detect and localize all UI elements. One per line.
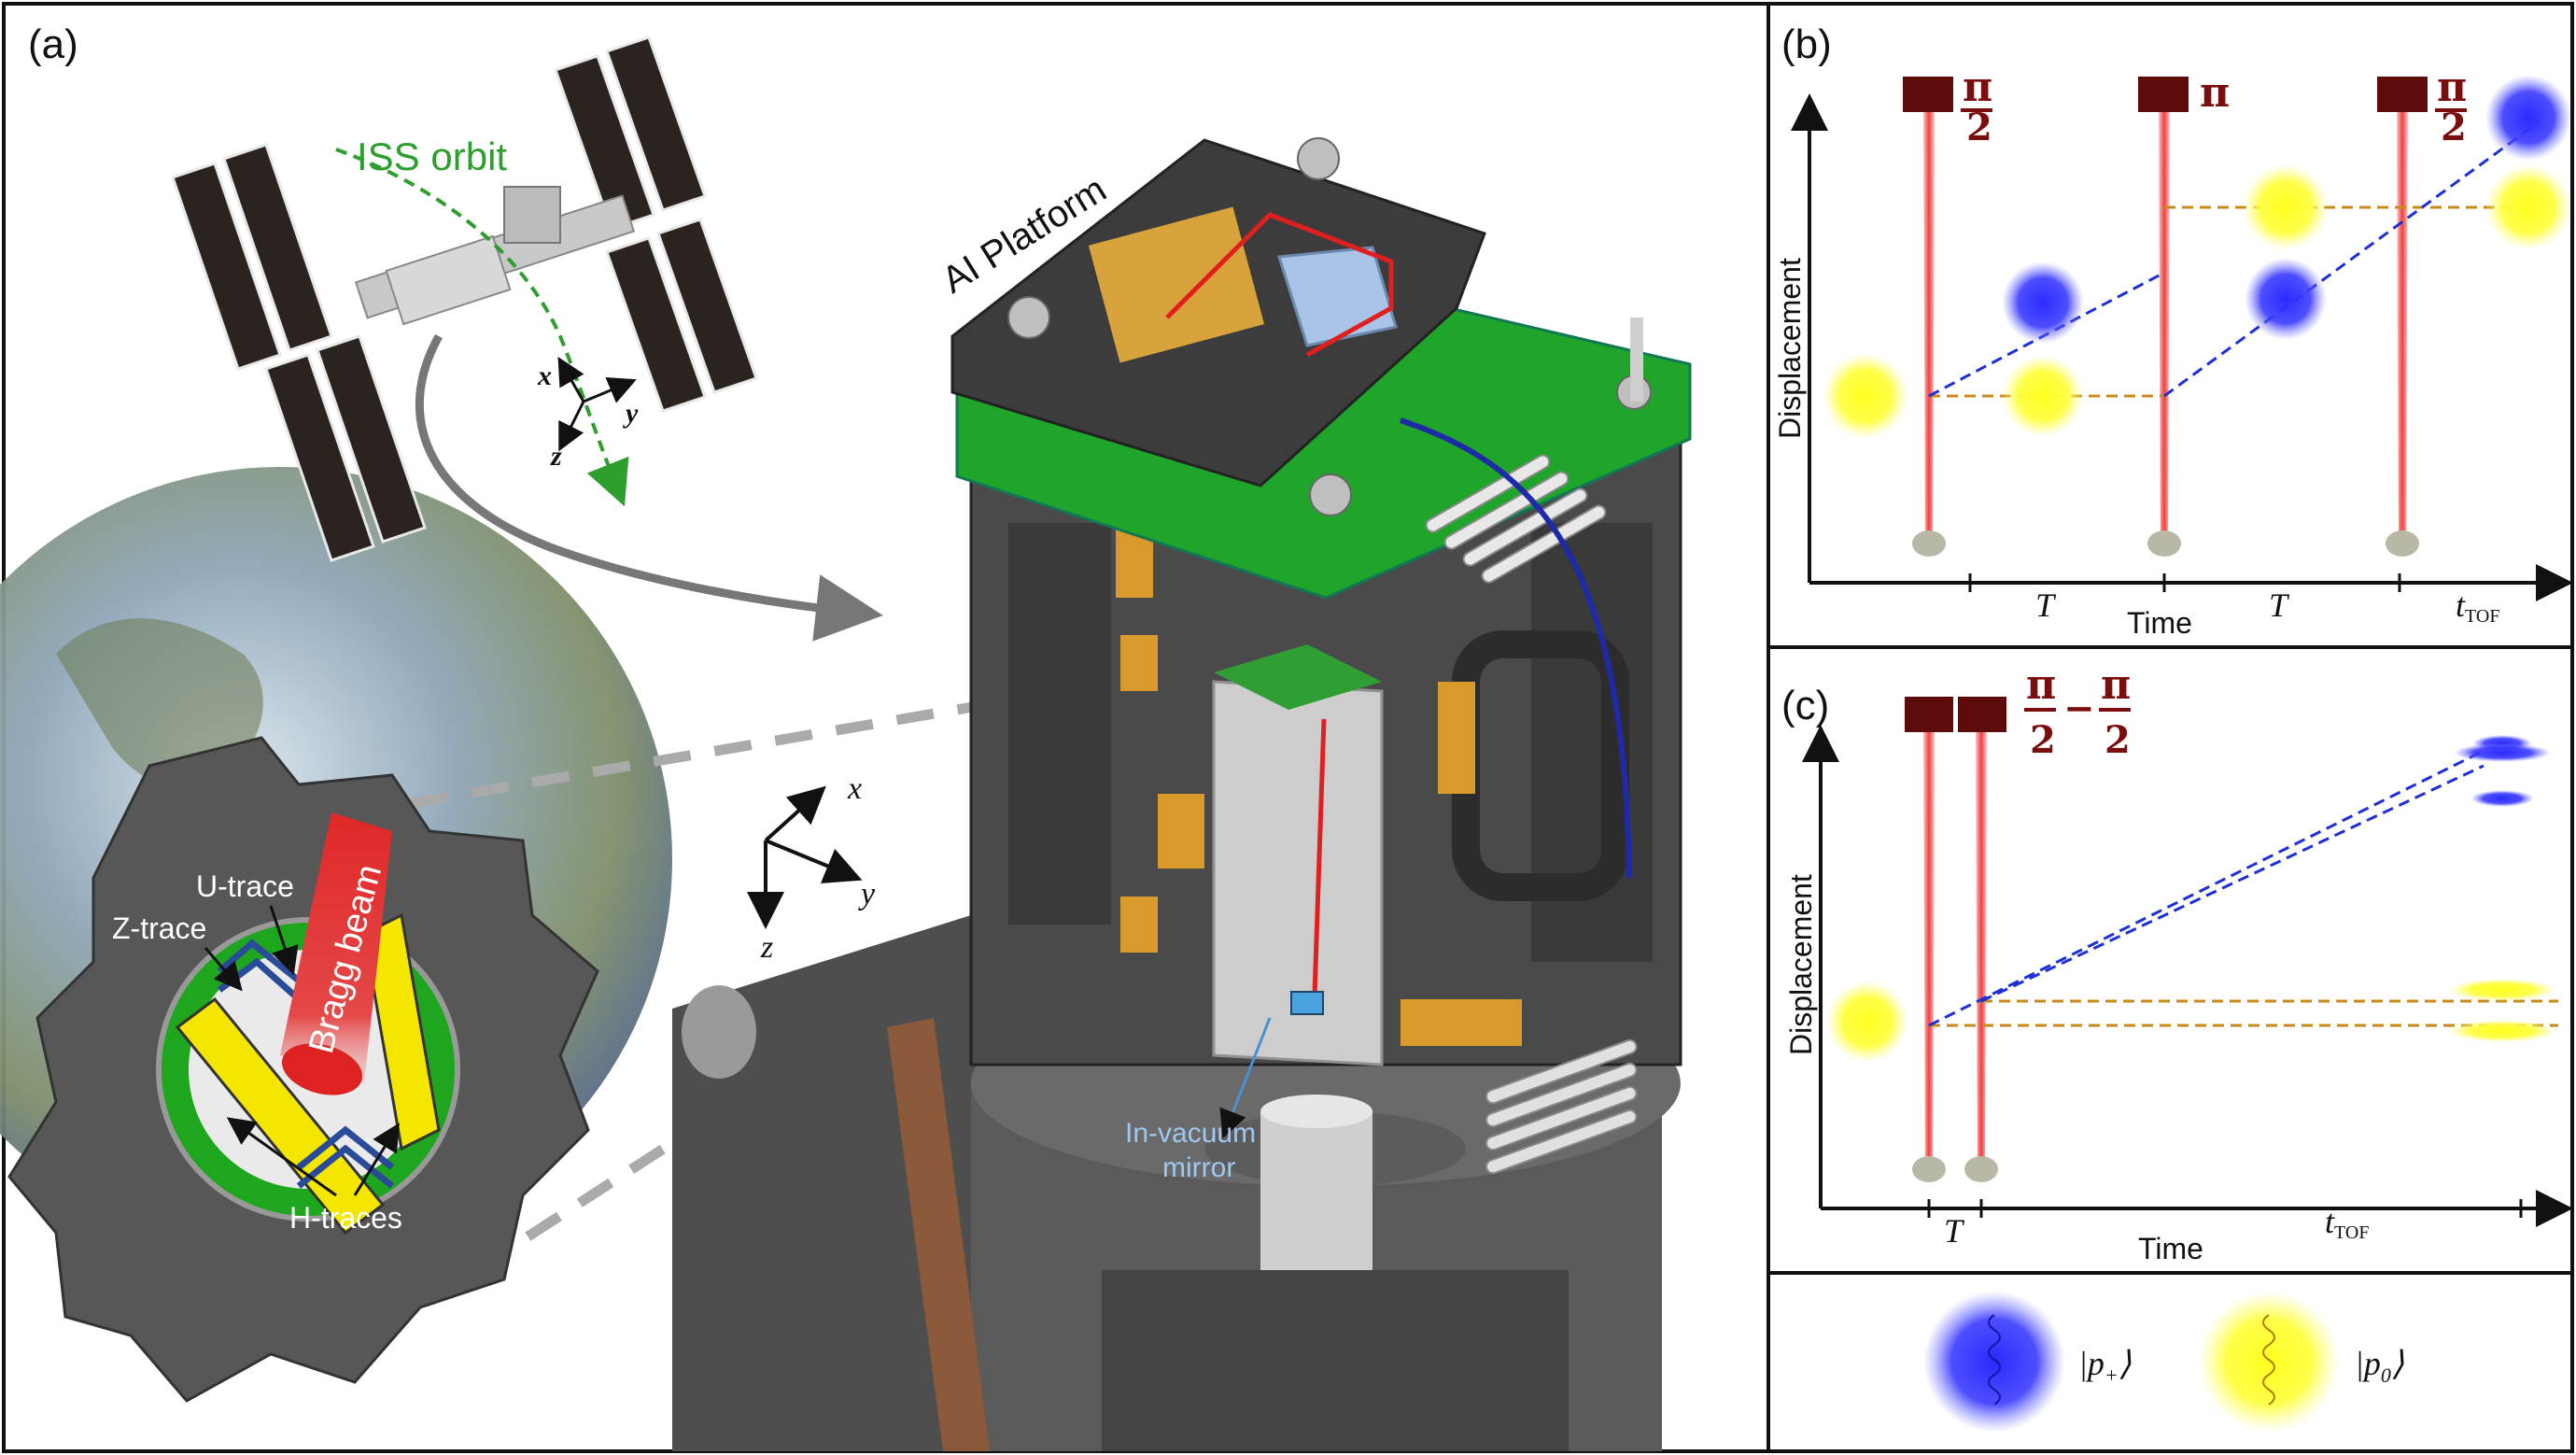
inset-u-trace-label: U-trace xyxy=(196,869,294,903)
c-pulse-right-den: 2 xyxy=(2104,718,2131,762)
legend-p-plus-label: |p+⟩ xyxy=(2078,1345,2132,1387)
panel-a: (a) ISS orbit xyxy=(0,21,1692,1451)
b-tick-T1: T xyxy=(2035,586,2057,624)
optical-fiber xyxy=(1400,417,1632,879)
panel-c-label: (c) xyxy=(1781,683,1829,728)
mirror-label-line2: mirror xyxy=(1162,1152,1235,1183)
panel-b-label: (b) xyxy=(1781,21,1832,67)
c-atom-clouds xyxy=(1826,735,2556,1063)
b-pulse3-den: 2 xyxy=(2441,106,2467,149)
inset-z-trace-label: Z-trace xyxy=(112,911,206,945)
main-axis-y: y xyxy=(858,877,876,911)
copper-strap xyxy=(887,1018,990,1451)
inset-h-traces-label: H-traces xyxy=(289,1201,402,1235)
c-trajectories xyxy=(1928,749,2558,1027)
b-pulse-boxes xyxy=(1903,77,2428,112)
optics-mount xyxy=(1088,206,1265,363)
legend: |p+⟩ |p0⟩ xyxy=(1923,1291,2404,1433)
iss-station xyxy=(171,35,758,562)
orbit-label: ISS orbit xyxy=(357,134,507,178)
b-x-label: Time xyxy=(2127,606,2192,640)
c-pulse-left-den: 2 xyxy=(2030,718,2056,762)
bottom-cylinder xyxy=(1260,1111,1372,1270)
legend-p-plus-cloud xyxy=(1923,1291,2065,1433)
main-axis-z: z xyxy=(760,930,773,965)
post xyxy=(1630,318,1643,402)
b-pulse3-num: π xyxy=(2437,64,2467,111)
c-pulse-minus: − xyxy=(2063,686,2095,730)
orbit-path xyxy=(335,148,629,507)
c-x-label: Time xyxy=(2138,1232,2203,1265)
iss-axes xyxy=(557,356,637,452)
mirror-label-line1: In-vacuum xyxy=(1125,1118,1256,1149)
c-pulse-left-num: π xyxy=(2026,661,2056,709)
gold-brackets xyxy=(1116,523,1522,1046)
inset-z-trace xyxy=(296,1125,395,1170)
b-pulse1-den: 2 xyxy=(1966,106,1992,149)
panel-b: (b) Displacement Time T T tTOF π 2 xyxy=(1773,21,2573,640)
main-axis-x: x xyxy=(847,771,862,806)
atom-chip-board xyxy=(1214,644,1382,710)
b-atom-clouds xyxy=(1823,75,2571,439)
c-laser-pulses xyxy=(1912,727,1998,1182)
b-y-label: Displacement xyxy=(1773,258,1807,439)
b-trajectories xyxy=(1928,120,2541,398)
iss-axis-x: x xyxy=(537,360,552,391)
b-laser-pulses xyxy=(1912,106,2419,557)
legend-p-zero-cloud xyxy=(2198,1291,2340,1433)
legend-p-zero-label: |p0⟩ xyxy=(2355,1345,2404,1387)
panel-a-label: (a) xyxy=(28,21,78,67)
main-axes xyxy=(747,785,863,929)
b-pulse2-num: π xyxy=(2200,69,2230,117)
zoom-arrow xyxy=(415,333,883,642)
in-vacuum-mirror xyxy=(1290,991,1324,1015)
b-tick-T2: T xyxy=(2269,586,2290,624)
iss-axis-y: y xyxy=(623,398,639,429)
b-ttof: tTOF xyxy=(2456,586,2499,627)
electrical-pins-lower xyxy=(1485,1038,1638,1175)
inset-h-trace-left xyxy=(175,996,386,1236)
ai-platform-apparatus xyxy=(672,137,1692,1451)
b-pulse1-num: π xyxy=(1963,64,1992,111)
c-pulse-right-num: π xyxy=(2101,661,2131,709)
earth-continent xyxy=(56,618,263,789)
inset-magnified: Bragg beam U-trace Z-trace H-traces xyxy=(7,736,599,1403)
panel-c: (c) Displacement Time T tTOF π 2 − π 2 xyxy=(1781,661,2573,1265)
c-ttof: tTOF xyxy=(2325,1203,2369,1243)
inset-h-trace-right xyxy=(362,912,441,1151)
inset-bragg-beam xyxy=(280,812,392,1083)
iss-axis-z: z xyxy=(550,441,562,472)
bragg-beam-path xyxy=(1312,718,1327,996)
laser-beam-path xyxy=(1165,212,1394,358)
electrical-pins-upper xyxy=(1425,454,1607,584)
c-pulse-boxes xyxy=(1905,697,2006,732)
c-tick-T: T xyxy=(1944,1212,1965,1250)
c-y-label: Displacement xyxy=(1784,874,1818,1055)
